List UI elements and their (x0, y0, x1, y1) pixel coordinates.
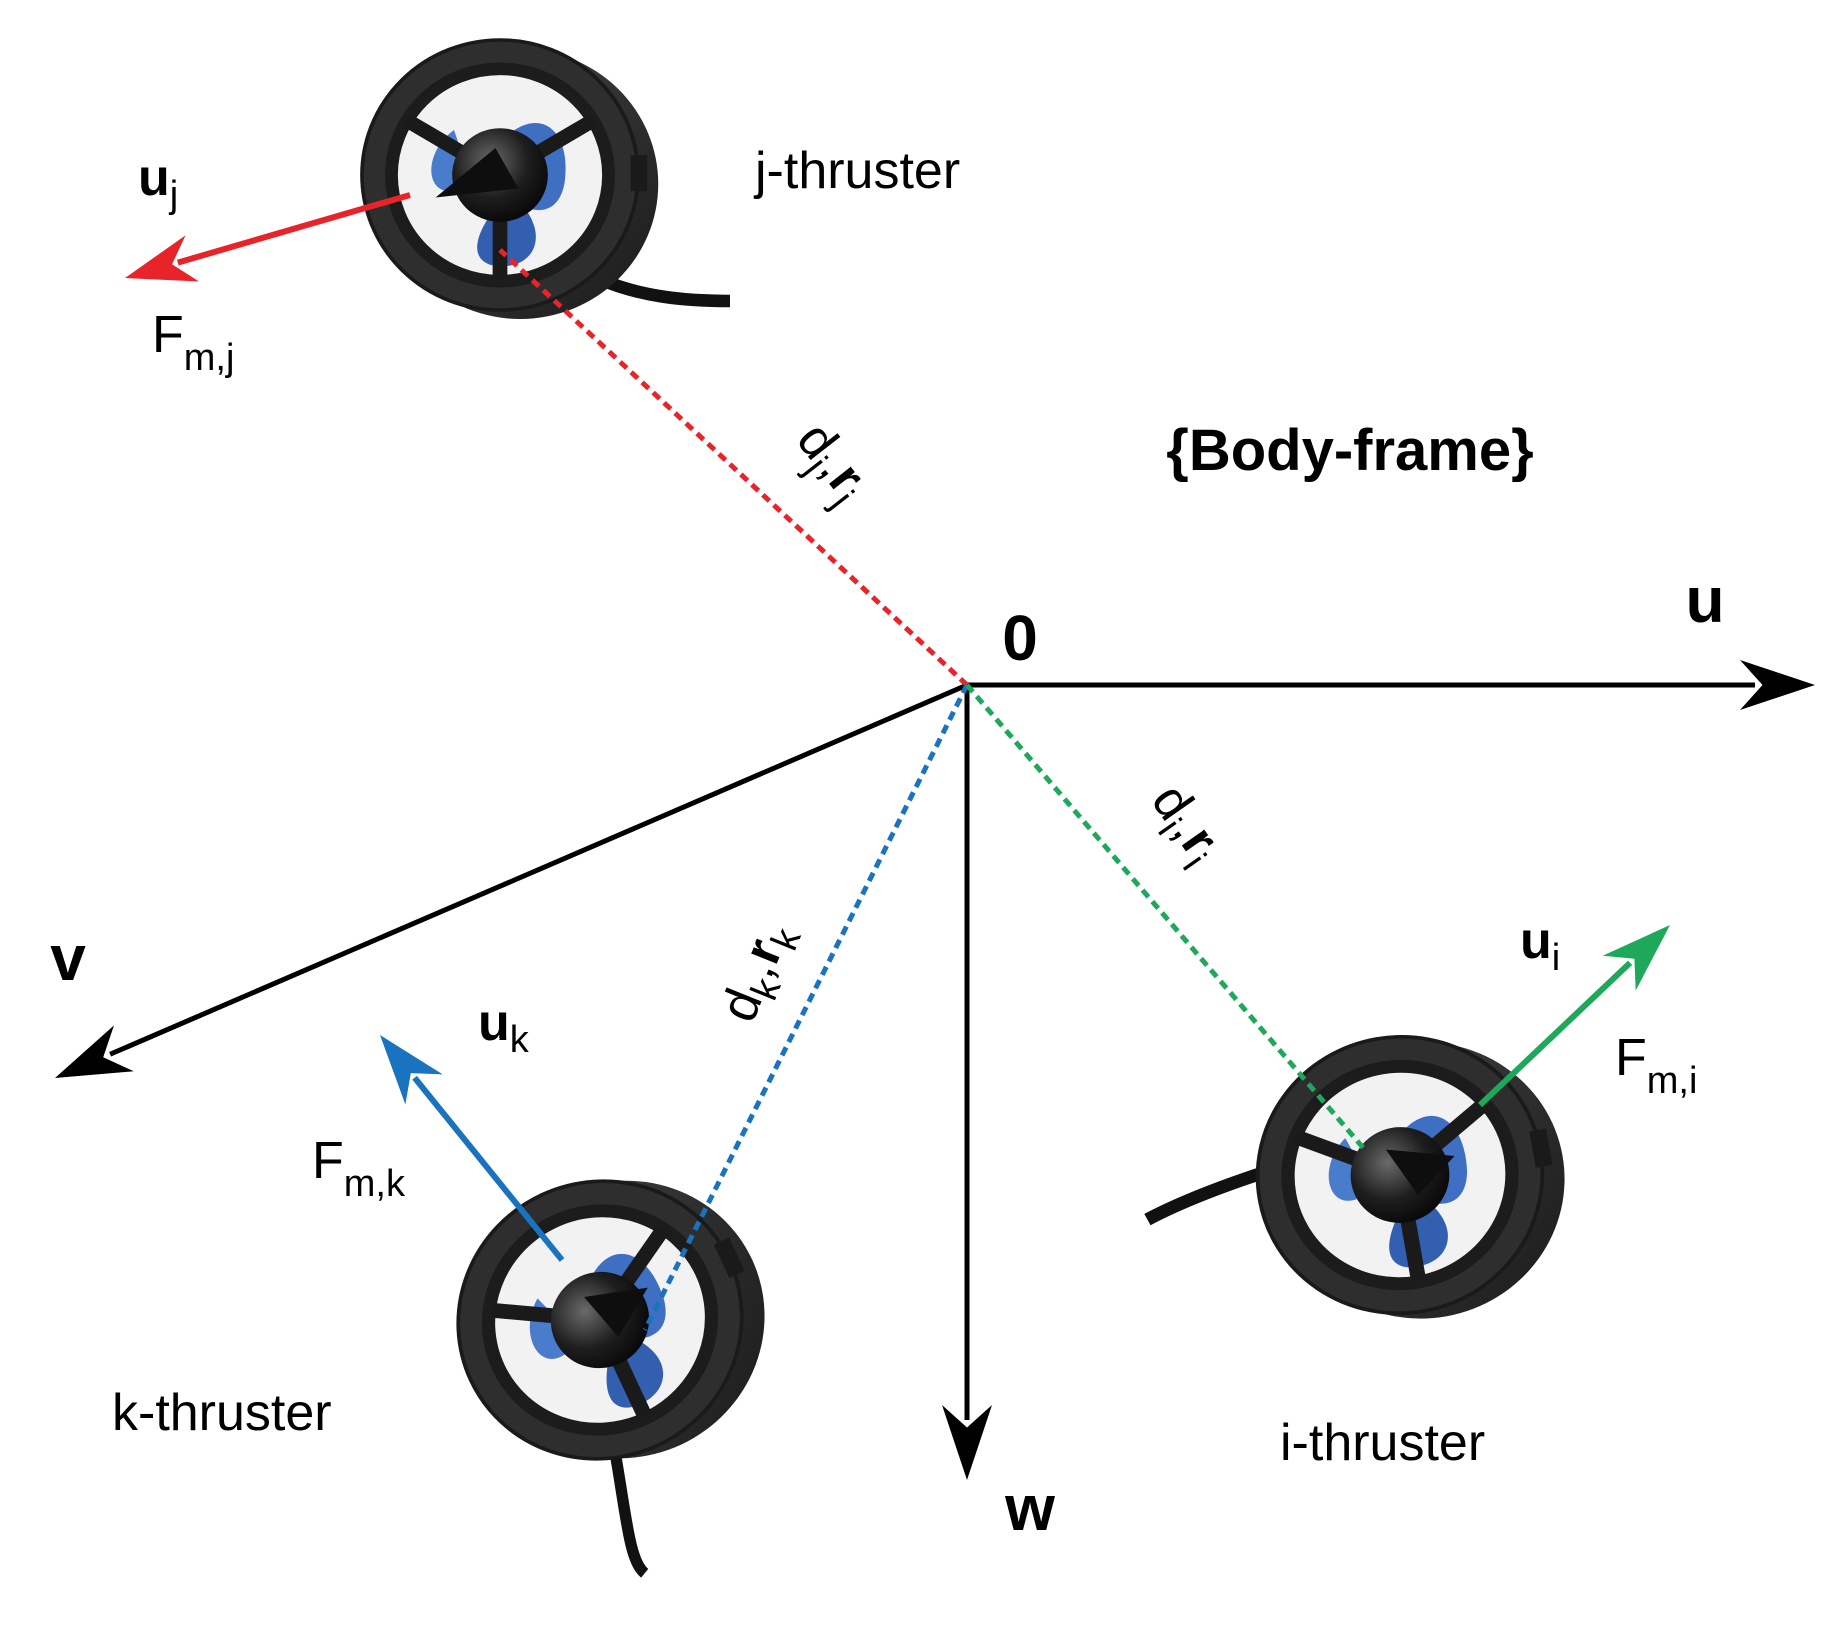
f-m-j-label: Fm,j (152, 306, 234, 379)
u-j-label: uj (138, 149, 178, 216)
force-arrow-i-head (1602, 925, 1670, 991)
distance-line-j (498, 248, 969, 687)
k-thruster-icon (413, 1126, 854, 1578)
u-k-label: uk (478, 994, 530, 1061)
distance-lines (498, 248, 1367, 1332)
origin-label: 0 (1002, 602, 1038, 674)
frame-title: {Body-frame} (1166, 418, 1533, 483)
force-arrow-j-head (125, 235, 199, 282)
v-axis-label: v (50, 922, 86, 994)
f-m-k-label: Fm,k (312, 1132, 406, 1205)
i-thruster-label: i-thruster (1280, 1414, 1485, 1472)
v-axis-arrowhead (55, 1025, 134, 1078)
d-r-j-label: dj,rj (778, 412, 880, 517)
u-i-label: ui (1520, 912, 1560, 979)
i-thruster-icon (1144, 1011, 1586, 1365)
u-axis-label: u (1685, 564, 1724, 636)
f-m-i-label: Fm,i (1615, 1029, 1697, 1102)
w-axis-arrowhead (942, 1405, 992, 1480)
j-thruster-label: j-thruster (753, 142, 960, 200)
force-arrow-i-shaft (1477, 960, 1633, 1108)
j-thruster-icon (362, 40, 731, 319)
distance-line-i (965, 683, 1367, 1152)
u-axis-arrowhead (1740, 660, 1815, 710)
force-arrow-k-head (380, 1035, 443, 1105)
d-r-i-label: di,ri (1133, 774, 1234, 878)
thrust-vectors (125, 192, 1670, 1262)
distance-line-k (642, 683, 970, 1332)
d-r-k-label: dk,rk (709, 913, 810, 1033)
w-axis-label: w (1004, 1472, 1055, 1544)
body-frame-axes (55, 660, 1815, 1480)
force-arrow-j-shaft (176, 192, 411, 266)
k-thruster-label: k-thruster (112, 1384, 332, 1442)
force-arrow-k-shaft (412, 1075, 565, 1262)
v-axis-line (109, 682, 968, 1057)
